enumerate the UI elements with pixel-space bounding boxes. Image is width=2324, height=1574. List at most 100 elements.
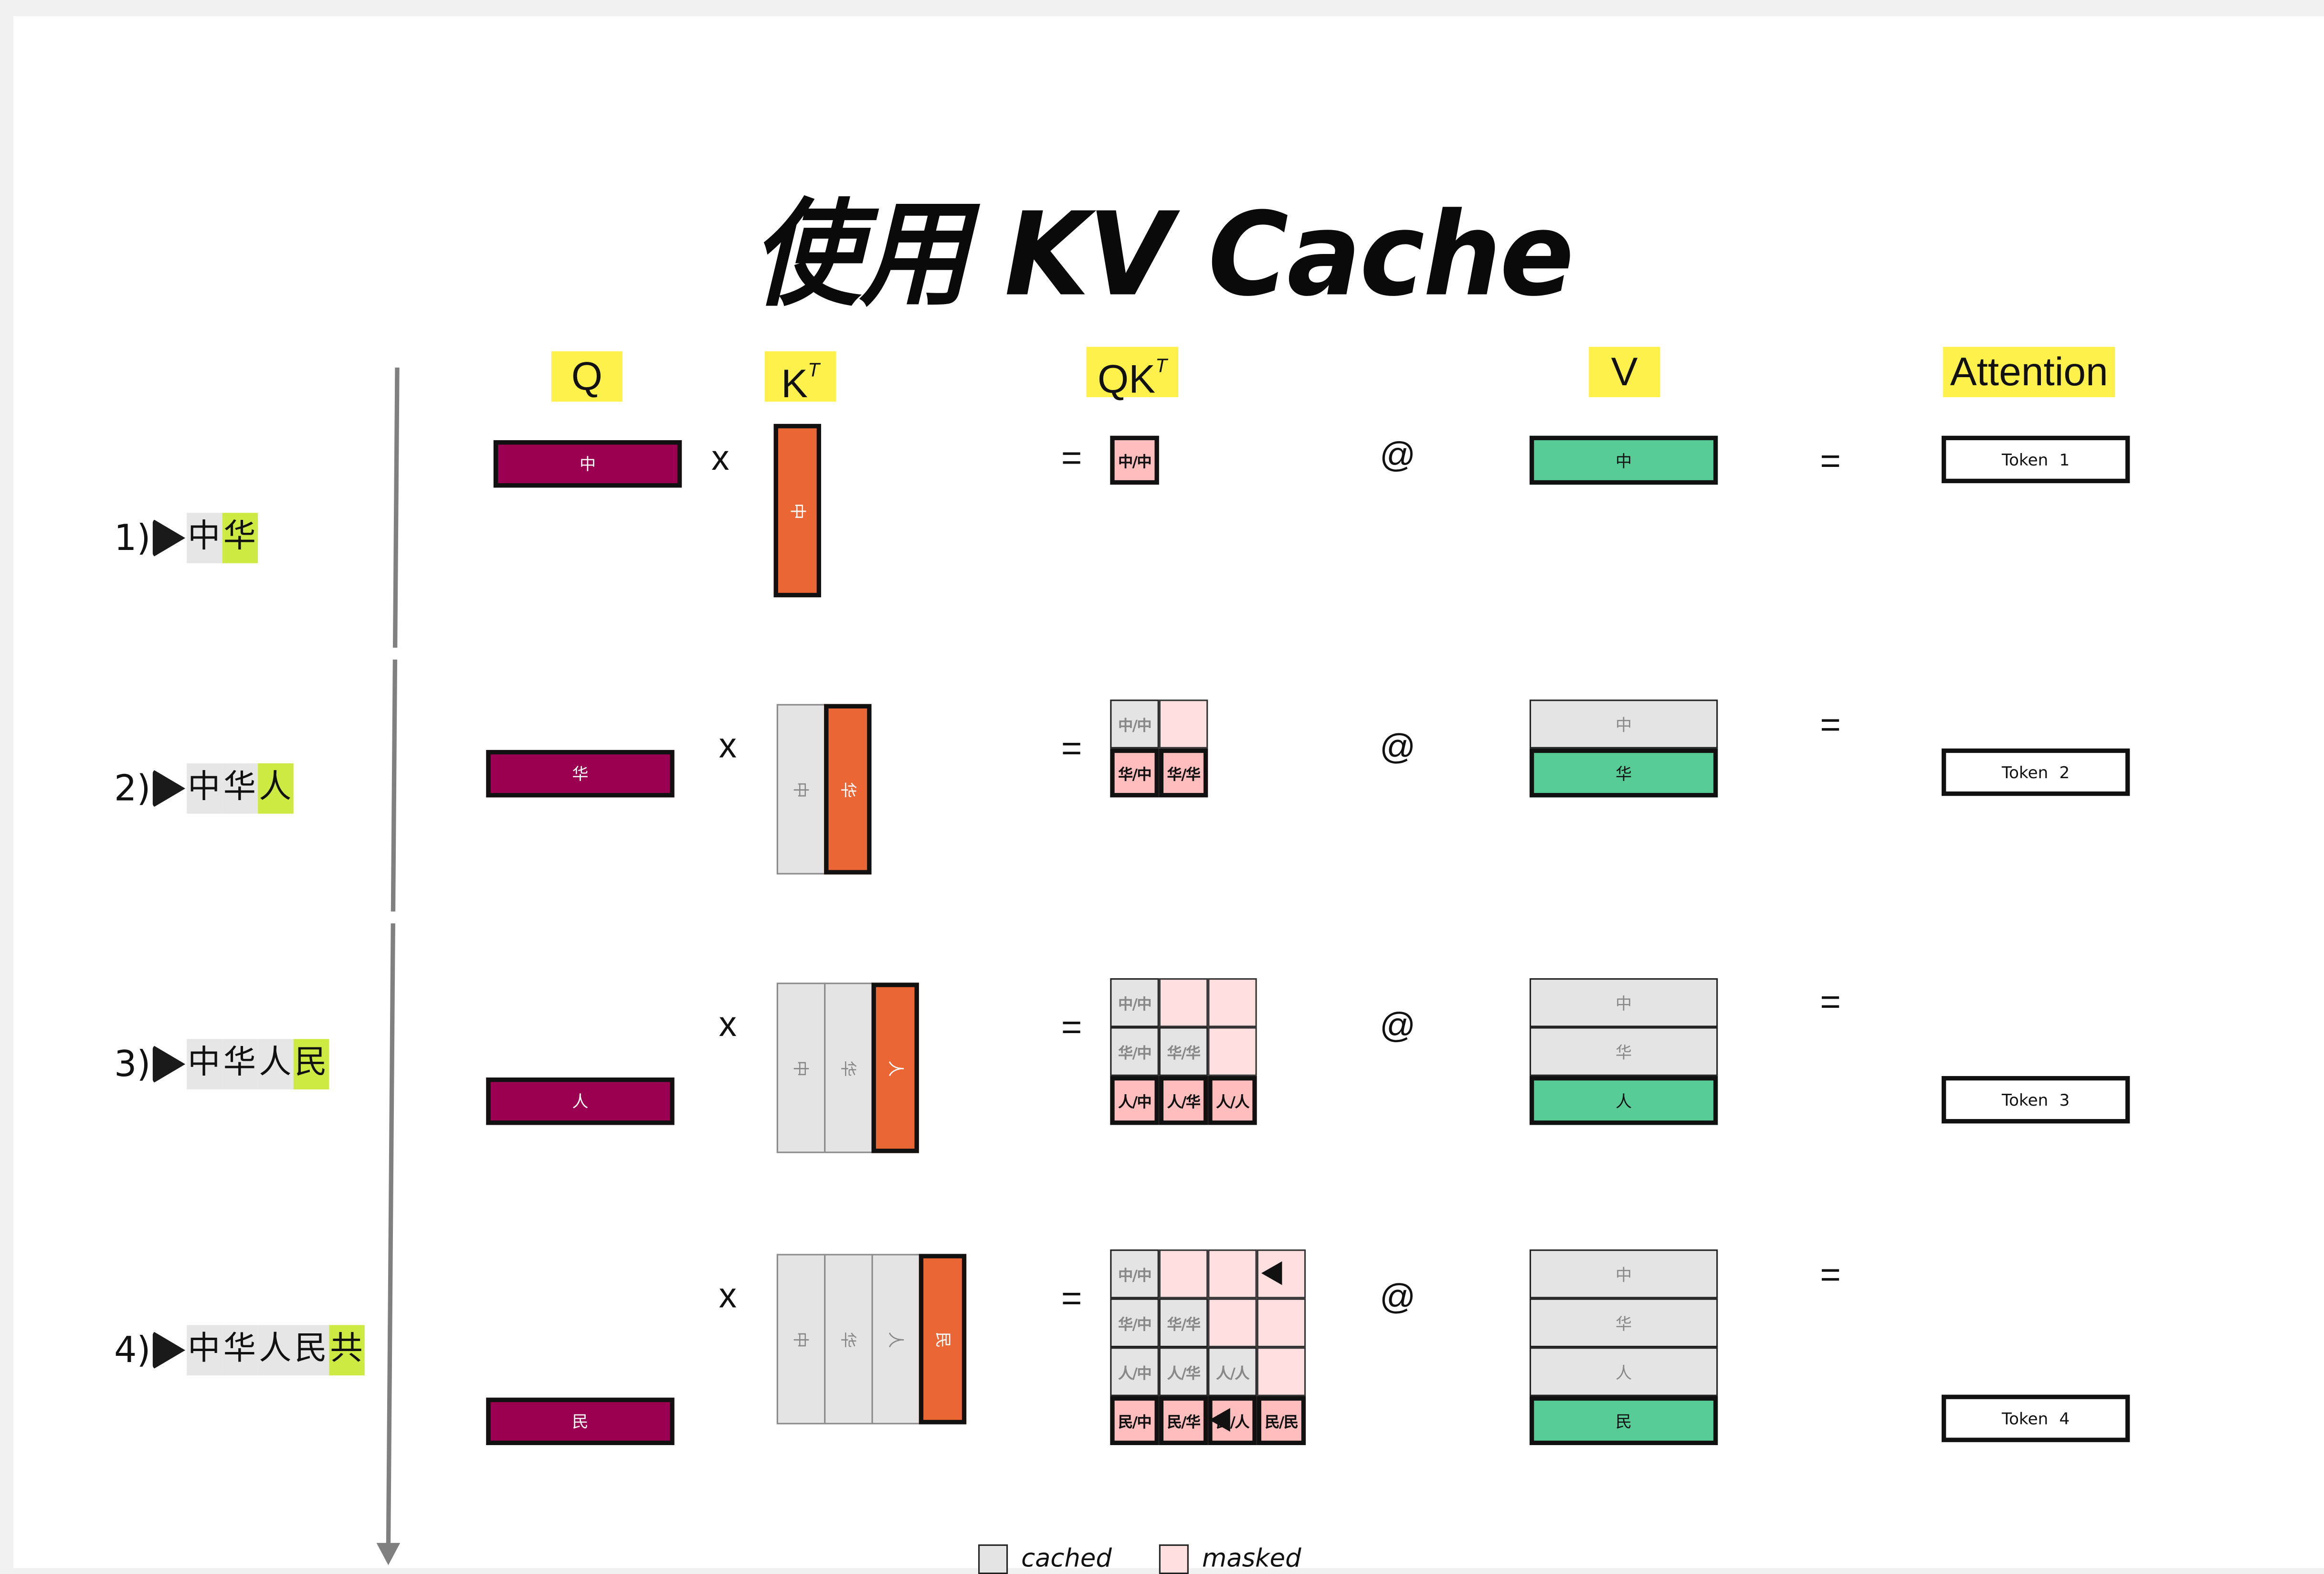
key-label: 中 [787,502,806,519]
query-vector: 人 [486,1078,675,1125]
new-token: 民 [293,1039,329,1089]
equals-operator: = [1061,1008,1082,1048]
score-cell-masked [1159,1249,1208,1299]
score-cell-new: 人/华 [1159,1076,1208,1125]
mouse-cursor-icon [1261,1261,1282,1285]
equals-operator: = [1820,705,1841,746]
key-label: 中 [791,781,810,798]
play-arrow-icon [152,518,185,558]
token-sequence: 中华 [186,513,258,563]
context-token: 华 [222,1325,258,1376]
header-attention-text: Attention [1950,349,2108,394]
header-attention: Attention [1943,347,2115,398]
timeline-line [386,367,400,1549]
legend-cached: cached [978,1544,1112,1574]
score-cell-cached: 华/中 [1110,1298,1159,1348]
value-row-new: 民 [1529,1396,1718,1445]
timeline-arrowhead-icon [376,1542,401,1565]
value-row-cached: 人 [1529,1347,1718,1396]
token-sequence: 中华人 [186,763,293,814]
equals-operator: = [1061,1279,1082,1320]
legend-label-masked: masked [1202,1544,1301,1574]
header-q: Q [551,351,623,402]
key-column-cached: 中 [776,1254,826,1425]
step-label: 4) 中华人民共 [114,1325,364,1376]
equals-operator: = [1820,442,1841,482]
key-column-cached: 人 [871,1254,920,1425]
key-label: 民 [932,1331,952,1348]
header-v-text: V [1611,349,1638,394]
legend-masked: masked [1159,1544,1301,1574]
score-cell-cached: 华/中 [1110,1027,1159,1076]
diagram-title: 使用 KV Cache [751,188,1574,323]
score-cell-masked [1208,1249,1257,1299]
header-qkt-text: QK [1098,357,1156,402]
score-cell-cached: 中/中 [1110,699,1159,749]
score-cell-cached: 人/中 [1110,1347,1159,1396]
score-cell-cached: 华/华 [1159,1027,1208,1076]
play-arrow-icon [152,1045,185,1084]
key-label: 华 [837,781,857,798]
matmul-operator: @ [1379,1006,1416,1046]
context-token: 中 [186,513,222,563]
mouse-cursor-icon [1209,1408,1230,1432]
score-cell-cached: 人/人 [1208,1347,1257,1396]
new-token: 华 [222,513,258,563]
header-kt-sup: T [808,359,820,381]
context-token: 中 [186,1325,222,1376]
new-token: 共 [328,1325,364,1376]
step-number: 3) [114,1043,151,1085]
score-cell-masked [1257,1298,1306,1348]
score-cell-new: 民/民 [1257,1396,1306,1445]
query-vector: 民 [486,1397,675,1445]
new-token: 人 [257,763,293,814]
key-column-cached: 华 [824,1254,873,1425]
step-number: 4) [114,1329,151,1371]
value-row-cached: 中 [1529,978,1718,1027]
value-row-cached: 华 [1529,1298,1718,1348]
legend-label-cached: cached [1021,1544,1112,1574]
equals-operator: = [1061,438,1082,479]
key-column-cached: 华 [824,982,873,1153]
value-row-cached: 中 [1529,699,1718,749]
score-cell-masked [1208,978,1257,1027]
score-cell-new: 华/中 [1110,748,1159,798]
output-token-box: Token 3 [1942,1076,2130,1124]
key-column-new: 中 [773,423,821,598]
step-label: 1)中华 [114,513,258,563]
query-vector: 华 [486,750,675,798]
play-arrow-icon [152,769,185,808]
legend-swatch-masked [1159,1544,1189,1574]
key-column-new: 民 [919,1254,967,1425]
header-kt-text: K [781,361,808,406]
header-v: V [1589,347,1660,398]
context-token: 民 [293,1325,329,1376]
token-sequence: 中华人民共 [186,1325,364,1376]
output-token-box: Token 1 [1942,435,2130,484]
key-column-new: 华 [824,704,872,875]
times-operator: x [718,1004,737,1045]
legend-swatch-cached [978,1544,1008,1574]
step-number: 2) [114,768,151,810]
value-row-cached: 中 [1529,1249,1718,1299]
token-sequence: 中华人民 [186,1039,329,1089]
key-label: 人 [885,1331,905,1348]
score-cell-cached: 中/中 [1110,1249,1159,1299]
times-operator: x [718,1276,737,1316]
value-row-cached: 华 [1529,1027,1718,1076]
key-label: 人 [885,1059,904,1076]
context-token: 中 [186,1039,222,1089]
context-token: 华 [222,1039,258,1089]
score-cell-masked [1208,1298,1257,1348]
output-token-box: Token 4 [1942,1394,2130,1442]
score-cell-new: 中/中 [1110,435,1159,485]
score-cell-new: 民/华 [1159,1396,1208,1445]
context-token: 华 [222,763,258,814]
header-q-text: Q [571,354,603,399]
value-row-new: 华 [1529,748,1718,798]
key-column-new: 人 [871,982,919,1153]
score-cell-new: 民/中 [1110,1396,1159,1445]
step-label: 2) 中华人 [114,763,293,814]
context-token: 人 [257,1039,293,1089]
